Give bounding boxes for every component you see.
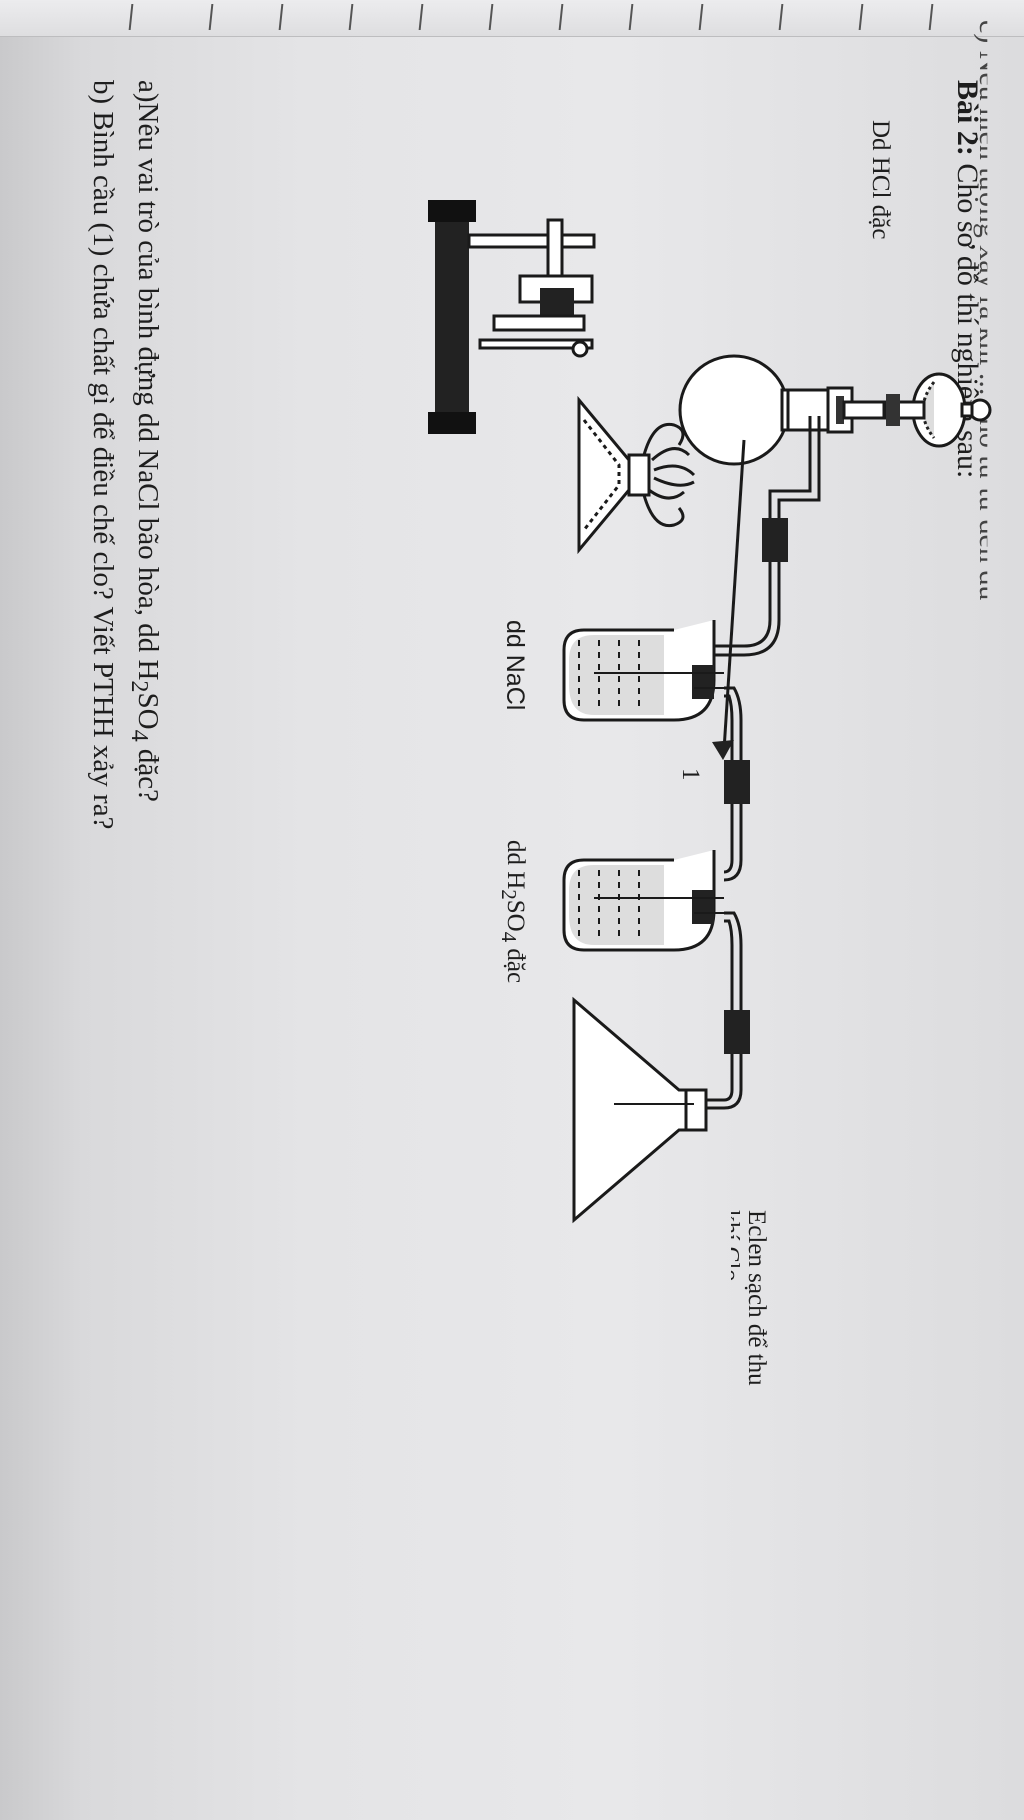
- clamp-boss: [540, 288, 574, 322]
- ruler-tick: [928, 4, 934, 30]
- ruler-tick: [418, 4, 424, 30]
- rubber-joint: [762, 518, 788, 562]
- chlorine-apparatus-diagram: [428, 200, 992, 1224]
- stand-base: [435, 210, 469, 425]
- wash-bottle-nacl: [562, 620, 724, 722]
- question-b: b) Bình cầu (1) chứa chất gì để điều chế…: [87, 80, 119, 830]
- erlenmeyer-flask: [572, 996, 708, 1224]
- wash-bottle-h2so4: [562, 850, 724, 952]
- stand-rod: [467, 233, 596, 249]
- rubber-joint: [724, 1010, 750, 1054]
- question-a: a)Nêu vai trò của bình đựng dd NaCl bão …: [126, 80, 164, 803]
- ruler-tick: [778, 4, 784, 30]
- pointer-arrowhead: [712, 740, 734, 760]
- delivery-tube-1: [714, 480, 821, 657]
- delivery-tube-3: [694, 911, 750, 1110]
- label-nacl: dd NaCl: [501, 620, 529, 711]
- rotated-worksheet-page: c) Nêu hiện tượng xảy ra khi ... nhỏ từ …: [24, 60, 1024, 1760]
- ruler-tick: [278, 4, 284, 30]
- delivery-tube-2: [723, 686, 750, 882]
- bottle-stopper: [692, 665, 714, 699]
- bottle-stopper: [692, 890, 714, 924]
- ruler-tick: [628, 4, 634, 30]
- ruler-tick: [698, 4, 704, 30]
- ruler-tick: [348, 4, 354, 30]
- label-flask-number: 1: [677, 768, 704, 781]
- dropping-funnel-hcl: [884, 372, 992, 448]
- ruler-tick: [128, 4, 134, 30]
- pointer-arrow-line: [722, 439, 746, 751]
- ruler-tick: [208, 4, 214, 30]
- clamp-rod: [478, 338, 594, 350]
- stopcock: [886, 394, 900, 426]
- round-bottom-flask-1: [678, 354, 886, 480]
- label-h2so4: dd H2SO4 đặc: [497, 840, 529, 984]
- ruler-tick: [488, 4, 494, 30]
- rubber-joint: [724, 760, 750, 804]
- ruler-tick: [858, 4, 864, 30]
- label-erlenmeyer: Eclen sạch để thu khí Clo: [731, 1210, 770, 1386]
- ruler-tick: [558, 4, 564, 30]
- label-hcl: Dd HCl đặc: [867, 120, 894, 240]
- retort-stand: [428, 200, 596, 434]
- funnel-tube: [842, 400, 886, 420]
- alcohol-burner: [577, 395, 696, 555]
- previous-page-edge: [0, 0, 1024, 37]
